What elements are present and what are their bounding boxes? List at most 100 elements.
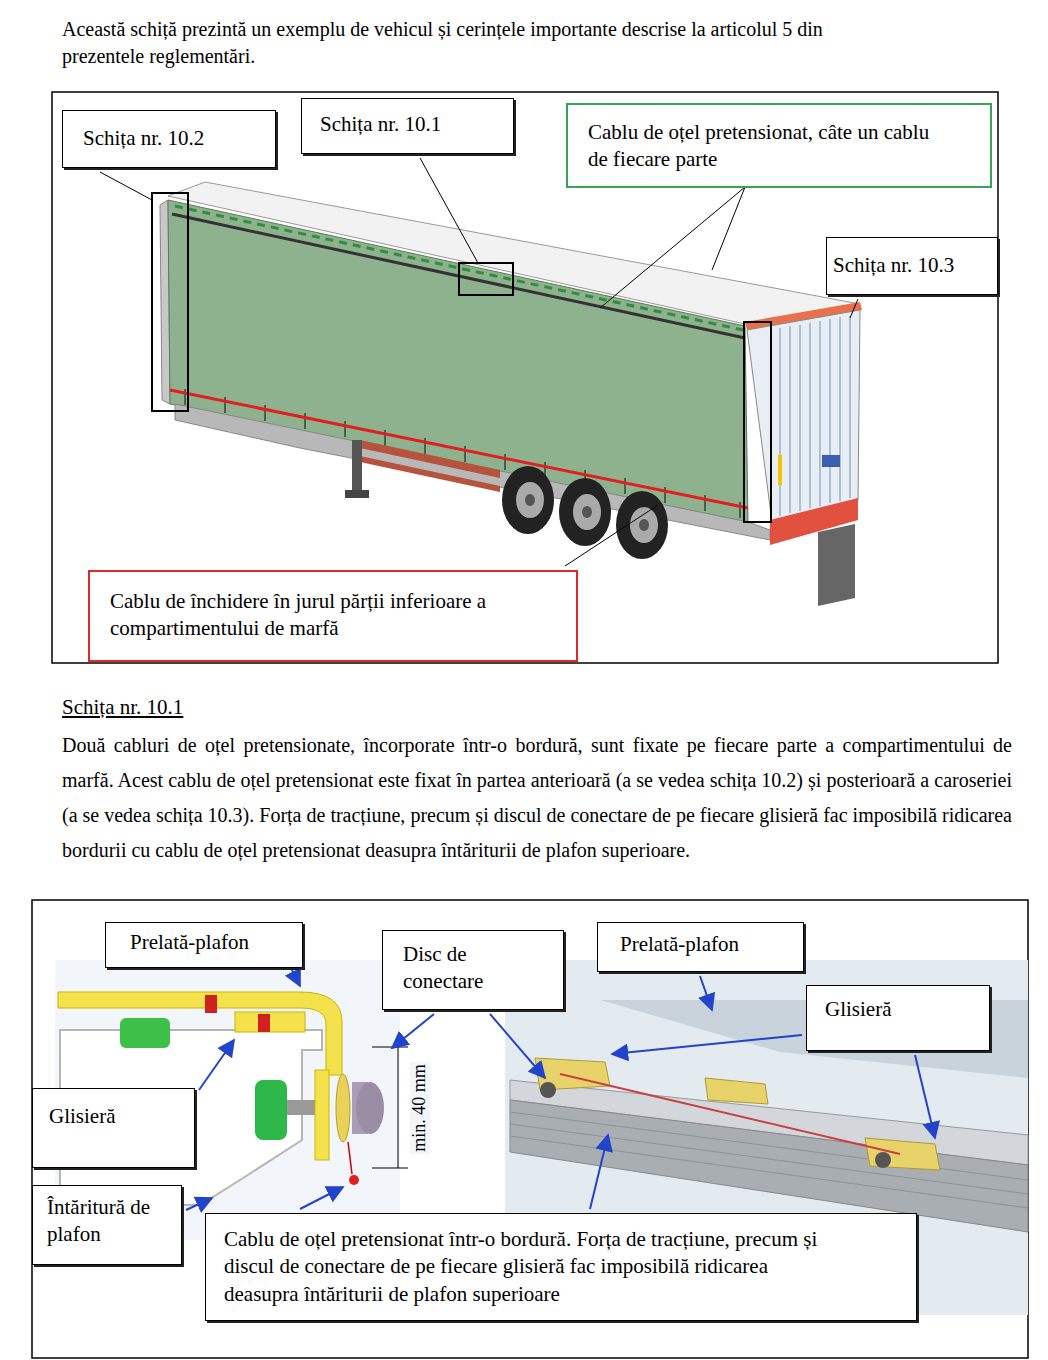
dimension-line (372, 1047, 408, 1048)
trailer-illustration (525, 494, 535, 506)
callout-text: Cablu de oțel pretensionat, câte un cabl… (588, 119, 933, 174)
callout-text: Disc de conectare (403, 941, 513, 996)
leader-line (420, 158, 478, 263)
part-callout: Prelată-plafon (105, 922, 303, 968)
cable-callout: Cablu de închidere în jurul părții infer… (88, 570, 578, 662)
part-callout: Glisieră (32, 1088, 195, 1168)
trailer-illustration (504, 454, 506, 470)
dimension-line (372, 1047, 408, 1168)
trailer-illustration (224, 397, 226, 413)
trailer-illustration (630, 507, 658, 543)
dimension-line (398, 1047, 399, 1168)
detail-marker (459, 263, 513, 295)
cross-section-illustration (348, 1142, 352, 1174)
cross-section-illustration (258, 1014, 270, 1032)
trailer-illustration (582, 506, 592, 518)
callout-text: Cablu de închidere în jurul părții infer… (110, 588, 522, 643)
pointer-arrow (490, 1014, 545, 1078)
cross-section-illustration (205, 995, 217, 1013)
trailer-illustration (747, 310, 860, 522)
trailer-illustration (344, 421, 346, 437)
trailer-illustration (819, 321, 821, 506)
callout-text: Schița nr. 10.3 (833, 252, 954, 279)
trailer-illustration (639, 519, 649, 531)
cross-section-illustration (336, 1074, 350, 1142)
cross-section-illustration (315, 1070, 329, 1160)
sketch-callout: Schița nr. 10.3 (826, 237, 998, 295)
trailer-illustration (616, 491, 668, 559)
trailer-illustration (175, 206, 743, 330)
leader-line (712, 187, 745, 270)
pointer-arrow (700, 976, 712, 1010)
pointer-arrow (392, 1014, 434, 1048)
callout-text: Schița nr. 10.2 (83, 125, 204, 152)
section-heading: Schița nr. 10.1 (62, 694, 183, 721)
pointer-arrow (915, 1055, 935, 1138)
rail-illustration (705, 1078, 768, 1104)
trailer-illustration (464, 446, 466, 462)
trailer-illustration (559, 478, 611, 546)
callout-text: Schița nr. 10.1 (320, 111, 441, 138)
pointer-arrow (292, 970, 300, 986)
callout-text: Glisieră (49, 1103, 115, 1130)
trailer-illustration (779, 328, 781, 516)
trailer-illustration (739, 502, 741, 518)
figure-frame (52, 92, 998, 663)
trailer-illustration (345, 490, 369, 498)
callout-text: Prelată-plafon (130, 929, 249, 956)
pointer-arrow (590, 1135, 608, 1209)
pointer-arrow (300, 1187, 343, 1209)
callout-text: Prelată-plafon (620, 931, 739, 958)
trailer-illustration (799, 325, 801, 511)
trailer-illustration (789, 326, 791, 513)
trailer-illustration (809, 323, 811, 508)
trailer-illustration (839, 317, 841, 501)
rail-illustration (510, 1124, 1028, 1194)
part-callout: Întăritură de plafon (32, 1185, 182, 1265)
trailer-illustration (264, 405, 266, 421)
leader-line (850, 299, 858, 318)
dimension-line (372, 1168, 408, 1169)
sketch-callout: Schița nr. 10.1 (301, 98, 514, 154)
trailer-illustration (822, 455, 840, 467)
sketch-callout: Schița nr. 10.2 (62, 110, 276, 168)
trailer-illustration (829, 319, 831, 503)
trailer-illustration (704, 495, 706, 511)
cross-section-illustration (120, 1018, 170, 1048)
trailer-illustration (160, 182, 862, 606)
trailer-illustration (170, 390, 748, 508)
figure-frame (32, 900, 1028, 1358)
trailer-illustration (175, 404, 770, 540)
leader-line (100, 172, 152, 200)
leader-line (600, 187, 745, 308)
callout-text: Glisieră (825, 996, 891, 1023)
rail-illustration (510, 1136, 1028, 1208)
trailer-illustration (516, 482, 544, 518)
trailer-illustration (360, 456, 500, 492)
leader-line (100, 158, 858, 566)
part-callout: Disc de conectare (382, 930, 564, 1010)
cross-section-illustration (235, 1012, 305, 1032)
cable-callout: Cablu de oțel pretensionat, câte un cabl… (566, 103, 992, 188)
trailer-illustration (664, 487, 666, 503)
pointer-arrow (186, 1198, 212, 1210)
rail-illustration (510, 1112, 1028, 1208)
intro-text: Această schiță prezintă un exemplu de ve… (62, 16, 872, 70)
trailer-illustration (818, 524, 855, 606)
rail-illustration (540, 1082, 556, 1098)
trailer-illustration (624, 478, 626, 494)
dimension-label: min. 40 mm (410, 1062, 430, 1154)
body-paragraph: Două cabluri de oțel pretensionate, înco… (62, 728, 1012, 868)
trailer-illustration (849, 316, 851, 498)
rail-illustration (560, 1074, 900, 1154)
cross-section-illustration (349, 1175, 359, 1185)
rail-illustration (865, 1138, 940, 1170)
trailer-illustration (778, 455, 782, 485)
trailer-illustration (502, 466, 554, 534)
cross-section-illustration (255, 1080, 287, 1140)
note-callout: Cablu de oțel pretensionat într-o bordur… (205, 1213, 917, 1321)
pointer-arrow (199, 1040, 234, 1090)
callout-text: Cablu de oțel pretensionat într-o bordur… (224, 1226, 844, 1308)
rail-illustration (875, 1152, 891, 1168)
